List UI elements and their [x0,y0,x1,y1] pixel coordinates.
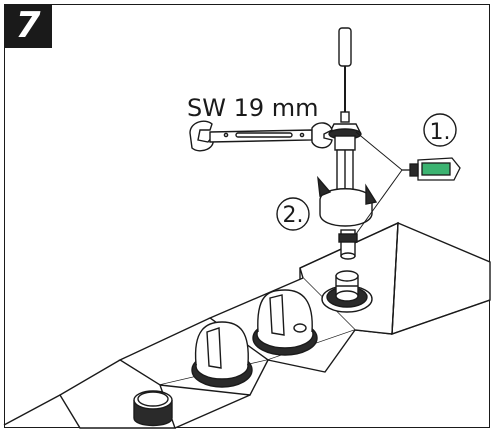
step-number-badge: 7 [4,4,52,48]
grease-tube [402,157,461,181]
wrench-size-label: SW 19 mm [187,94,319,122]
handle-knob [252,289,318,356]
base-fitting [321,270,373,313]
handle-knob [191,321,253,388]
diagram-frame [4,4,490,428]
wrench [189,120,333,152]
step-2-label: 2. [283,203,304,228]
step-1-callout: 1. [423,113,457,147]
rotation-arrow [317,175,378,227]
round-cap [133,390,173,427]
step-1-label: 1. [430,120,451,145]
wall-tiles [3,221,491,429]
pointer-lines [355,131,403,235]
step-2-callout: 2. [276,197,310,231]
